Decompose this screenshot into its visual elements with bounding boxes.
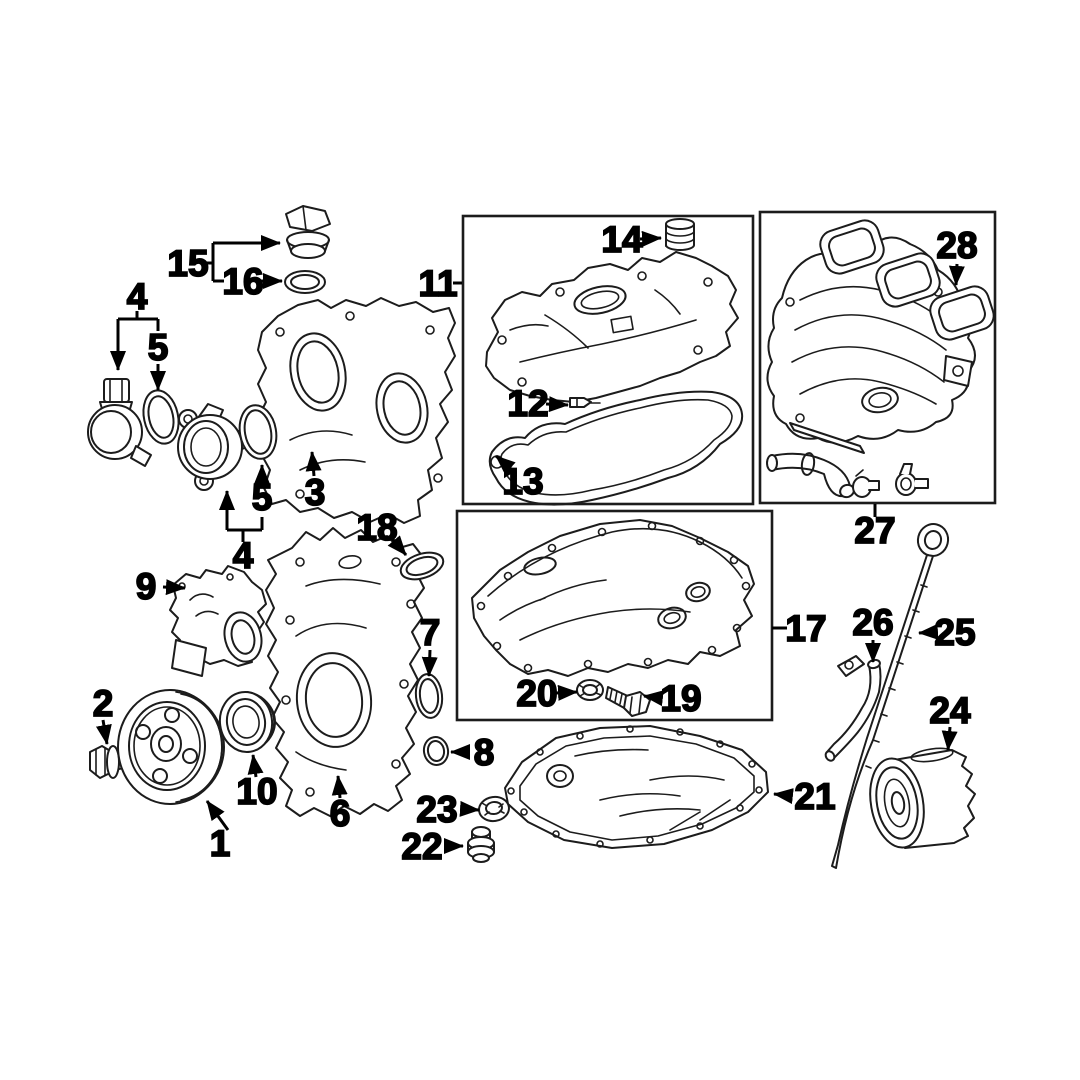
callout-7-label: 7: [420, 612, 441, 653]
leader-21: [773, 788, 794, 805]
callout-15-label: 15: [167, 243, 208, 284]
part-7-oring: [414, 673, 444, 719]
leader-24: [941, 726, 958, 751]
part-6-timing-chain-cover: [265, 527, 425, 817]
part-5-oring-top: [142, 389, 180, 445]
leader-1: [205, 800, 230, 831]
callout-4-bottom-label: 4: [233, 535, 254, 576]
callout-18-label: 18: [356, 507, 397, 548]
callout-27-label: 27: [854, 510, 895, 551]
part-16-filler-cap-gasket: [284, 270, 326, 294]
part-19-oil-drain-plug: [605, 686, 651, 717]
part-28-intake-gaskets: [819, 219, 995, 341]
leader-14: [639, 230, 662, 247]
callout-20-label: 20: [516, 673, 557, 714]
part-5-oring-bottom: [238, 404, 278, 460]
callout-10-label: 10: [236, 771, 277, 812]
leader-3: [305, 451, 322, 477]
part-22-plug: [467, 826, 495, 863]
part-20-drain-plug-gasket: [576, 679, 604, 701]
callout-8-label: 8: [474, 732, 495, 773]
intake-manifold-box: [758, 210, 997, 505]
part-10-crank-front-seal: [218, 691, 276, 753]
callout-6-label: 6: [330, 793, 351, 834]
part-17-upper-oil-pan: [471, 519, 755, 677]
callout-12-label: 12: [507, 383, 548, 424]
part-18-oval-gasket: [399, 551, 445, 581]
leader-6: [331, 775, 348, 799]
callout-28-label: 28: [936, 225, 977, 266]
leader-lines: [95, 230, 965, 854]
leader-12: [545, 396, 569, 413]
part-11-valve-cover: [485, 251, 739, 403]
part-24-oil-filter: [869, 747, 976, 849]
part-26-dipstick-guide-tube: [824, 655, 882, 762]
callout-21-label: 21: [794, 776, 835, 817]
callout-4-top-label: 4: [127, 276, 148, 317]
leader-20: [555, 684, 578, 701]
leader-4-bottom-bracket: [227, 517, 264, 542]
leader-2: [95, 719, 112, 745]
leader-28: [948, 263, 965, 286]
part-3-upper-timing-cover: [257, 297, 456, 524]
part-25-oil-dipstick: [831, 523, 950, 869]
callout-11-label: 11: [418, 263, 457, 304]
part-21-lower-oil-pan: [504, 725, 769, 849]
part-4-sensor-top: [87, 378, 152, 467]
leader-25: [918, 623, 939, 640]
callout-24-label: 24: [929, 690, 971, 731]
callout-1-label: 1: [210, 823, 231, 864]
valve-cover-box: [461, 214, 755, 506]
leader-10: [247, 754, 264, 778]
callout-2-label: 2: [93, 683, 114, 724]
part-27-hose-and-valves: [766, 452, 929, 499]
upper-oil-pan-box: [455, 509, 774, 722]
callout-5-bottom-label: 5: [252, 477, 273, 518]
callout-22-label: 22: [401, 826, 442, 867]
callout-25-label: 25: [934, 612, 975, 653]
leader-7: [421, 649, 438, 677]
callout-16-label: 16: [222, 261, 263, 302]
callout-19-label: 19: [660, 678, 701, 719]
leader-4-top-bracket: [118, 311, 160, 331]
callout-17-label: 17: [785, 608, 826, 649]
leader-19: [643, 690, 664, 707]
callout-26-label: 26: [852, 602, 893, 643]
callout-13-label: 13: [502, 461, 543, 502]
part-4-housing-bottom: [177, 403, 250, 491]
callout-5-top-label: 5: [148, 327, 169, 368]
callout-23-label: 23: [416, 789, 457, 830]
part-9-pump-assembly: [169, 565, 267, 677]
callout-3-label: 3: [305, 472, 326, 513]
part-8-oring: [422, 736, 450, 766]
leader-9: [162, 579, 186, 596]
callout-9-label: 9: [136, 566, 157, 607]
callout-14-label: 14: [601, 219, 643, 260]
part-14-cap: [665, 218, 695, 251]
callout-labels: 1 2 3 4 5 4 5 6 7 8 9 10 11 12 13 14 15 …: [92, 218, 979, 868]
part-23-seal-washer: [478, 795, 510, 823]
leader-23: [459, 800, 480, 817]
leader-13: [495, 454, 516, 475]
part-12-clip: [569, 397, 601, 408]
leader-18: [387, 535, 408, 556]
part-27-intake-manifold: [766, 236, 976, 454]
leader-15-bracket: [203, 243, 224, 283]
part-1-crankshaft-pulley: [117, 689, 225, 805]
part-15-oil-filler-cap: [285, 205, 331, 259]
